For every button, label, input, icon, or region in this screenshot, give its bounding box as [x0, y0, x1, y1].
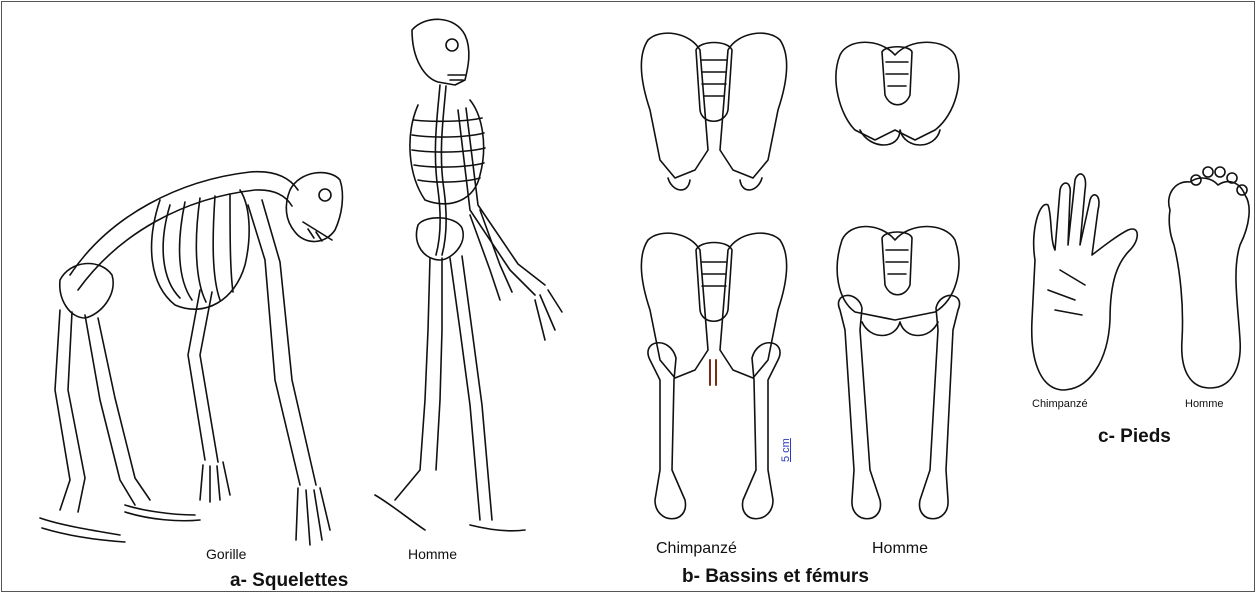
chimpanzee-pelvis-femurs	[641, 233, 786, 519]
caption-squelettes: a- Squelettes	[230, 570, 348, 592]
human-foot-label: Homme	[1185, 398, 1224, 410]
human-foot	[1169, 167, 1249, 388]
human-skeleton	[375, 19, 562, 530]
human-pelvis-top	[836, 42, 959, 145]
chimpanzee-pelvis-label: Chimpanzé	[656, 540, 737, 558]
human-pelvis-femurs	[837, 227, 959, 519]
caption-bassins-femurs: b- Bassins et fémurs	[682, 566, 869, 588]
caption-pieds: c- Pieds	[1098, 426, 1171, 448]
chimpanzee-pelvis-top	[641, 33, 786, 190]
human-skeleton-label: Homme	[408, 546, 457, 562]
chimpanzee-foot-label: Chimpanzé	[1032, 398, 1088, 410]
scale-bar-label: 5 cm	[780, 438, 792, 462]
human-pelvis-label: Homme	[872, 540, 928, 558]
gorilla-skeleton	[40, 172, 342, 545]
chimpanzee-foot	[1032, 174, 1138, 390]
gorilla-label: Gorille	[206, 546, 246, 562]
